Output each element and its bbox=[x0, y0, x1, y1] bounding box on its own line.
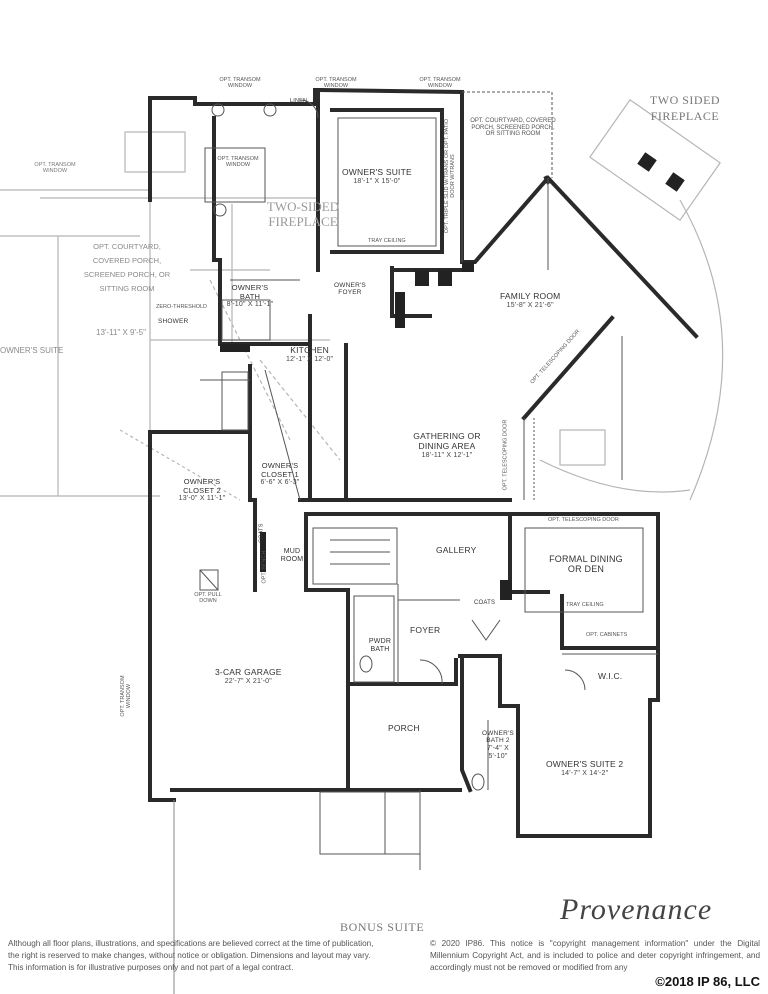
linen-label: LINEN bbox=[290, 98, 308, 104]
opt-transom-note-4: OPT. TRANSOM WINDOW bbox=[217, 156, 259, 169]
opt-transom-garage-note: OPT. TRANSOM WINDOW bbox=[119, 675, 132, 717]
tray-ceiling-note-2: TRAY CEILING bbox=[566, 602, 604, 608]
owners-bath-2-dim: 7'-4" x 5'-10" bbox=[487, 744, 509, 760]
porch-label: PORCH bbox=[388, 723, 420, 733]
family-room-name: FAMILY ROOM bbox=[500, 291, 561, 301]
owners-closet-2-label: OWNER'S CLOSET 2 13'-0" x 11'-1" bbox=[170, 477, 234, 503]
opt-transom-note-1: OPT. TRANSOM WINDOW bbox=[219, 77, 261, 90]
coats-1-label: COATS bbox=[258, 523, 265, 543]
provenance-logo: Provenance bbox=[560, 893, 713, 926]
opt-pull-down-note: OPT. PULL DOWN bbox=[194, 592, 222, 605]
owners-suite-2-name: OWNER'S SUITE 2 bbox=[546, 759, 624, 769]
owners-suite-2-dim: 14'-7" x 14'-2" bbox=[561, 769, 609, 777]
owners-closet-1-label: OWNER'S CLOSET 1 6'-6" x 6'-3" bbox=[254, 461, 306, 487]
copyright-stamp: ©2018 IP 86, LLC bbox=[653, 974, 762, 989]
kitchen-dim: 12'-1" x 12'-0" bbox=[286, 355, 334, 363]
garage-dim: 22'-7" x 21'-0" bbox=[224, 677, 272, 685]
ghost-opt-covered-porch: OPT. COURTYARD, COVERED PORCH, SCREENED … bbox=[83, 242, 171, 293]
owners-closet-2-dim: 13'-0" x 11'-1" bbox=[178, 495, 226, 503]
owners-suite-name: OWNER'S SUITE bbox=[342, 167, 412, 177]
foyer-label: FOYER bbox=[410, 625, 441, 635]
interior-lines bbox=[173, 91, 658, 994]
opt-transom-note-3: OPT. TRANSOM WINDOW bbox=[419, 77, 461, 90]
pwdr-bath-label: PWDR BATH bbox=[368, 638, 392, 654]
gathering-label: GATHERING OR DINING AREA 18'-11" x 12'-1… bbox=[402, 431, 492, 460]
ghost-owners-suite: OWNER'S SUITE bbox=[0, 346, 64, 355]
family-room-label: FAMILY ROOM 15'-8" x 21'-6" bbox=[500, 291, 561, 310]
opt-cabinets-note: OPT. CABINETS bbox=[586, 632, 628, 638]
wic-label: W.I.C. bbox=[598, 671, 623, 681]
owners-suite-label: OWNER'S SUITE 18'-1" x 15'-0" bbox=[342, 167, 412, 186]
opt-bench-note: OPT. BENCH bbox=[261, 550, 268, 584]
two-sided-fireplace-ghost: TWO SIDED FIREPLACE bbox=[649, 93, 721, 123]
zero-threshold-note: ZERO-THRESHOLD bbox=[156, 304, 208, 310]
ghost-opt-transom: OPT. TRANSOM WINDOW bbox=[34, 162, 76, 175]
bonus-suite-label: BONUS SUITE bbox=[340, 920, 425, 934]
owners-closet-1-name: OWNER'S CLOSET 1 bbox=[261, 461, 299, 479]
two-sided-fireplace-ghost-b: TWO-SIDED FIREPLACE bbox=[266, 199, 340, 229]
opt-courtyard-note: OPT. COURTYARD, COVERED PORCH, SCREENED … bbox=[470, 118, 556, 138]
garage-label: 3-CAR GARAGE 22'-7" x 21'-0" bbox=[215, 667, 282, 686]
ghost-overlay bbox=[0, 98, 724, 501]
owners-bath-2-label: OWNER'S BATH 2 7'-4" x 5'-10" bbox=[478, 730, 518, 761]
gathering-dim: 18'-11" x 12'-1" bbox=[421, 451, 473, 459]
owners-closet-2-name: OWNER'S CLOSET 2 bbox=[183, 477, 221, 495]
opt-transom-note-2: OPT. TRANSOM WINDOW bbox=[315, 77, 357, 90]
copyright-notice: © 2020 IP86. This notice is "copyright m… bbox=[430, 939, 760, 972]
opt-telescoping-note-3: OPT. TELESCOPING DOOR bbox=[548, 517, 619, 523]
owners-foyer-label: OWNER'S FOYER bbox=[334, 282, 366, 297]
opt-telescoping-note-2: OPT. TELESCOPING DOOR bbox=[502, 419, 509, 491]
opt-triple-slider-note: OPT. TRIPLE SLID W/TRANS OR OPT. PATIO D… bbox=[443, 118, 456, 234]
coats-2-label: COATS bbox=[474, 600, 496, 606]
shower-label: SHOWER bbox=[158, 318, 189, 325]
owners-suite-dim: 18'-1" x 15'-0" bbox=[353, 177, 401, 185]
owners-bath-dim: 8'-10" x 11'-1" bbox=[226, 301, 274, 309]
solid-blocks bbox=[220, 262, 512, 600]
owners-bath-2-name: OWNER'S BATH 2 bbox=[482, 730, 514, 745]
kitchen-label: KITCHEN 12'-1" x 12'-0" bbox=[286, 345, 334, 364]
gathering-name: GATHERING OR DINING AREA bbox=[413, 431, 481, 451]
walls bbox=[148, 87, 699, 838]
ghost-sitting-room-dim: 13'-11" x 9'-5" bbox=[96, 328, 146, 337]
disclaimer-text: Although all floor plans, illustrations,… bbox=[8, 939, 374, 972]
owners-bath-name: OWNER'S BATH bbox=[231, 283, 269, 301]
owners-bath-label: OWNER'S BATH 8'-10" x 11'-1" bbox=[224, 283, 276, 309]
owners-suite-2-label: OWNER'S SUITE 2 14'-7" x 14'-2" bbox=[546, 759, 624, 778]
formal-dining-label: FORMAL DINING OR DEN bbox=[549, 554, 623, 575]
kitchen-name: KITCHEN bbox=[290, 345, 329, 355]
gallery-label: GALLERY bbox=[436, 545, 477, 555]
garage-name: 3-CAR GARAGE bbox=[215, 667, 282, 677]
mud-room-label: MUD ROOM bbox=[280, 548, 304, 564]
owners-closet-1-dim: 6'-6" x 6'-3" bbox=[260, 479, 300, 487]
tray-ceiling-note-1: TRAY CEILING bbox=[368, 238, 406, 244]
family-room-dim: 15'-8" x 21'-6" bbox=[506, 301, 554, 309]
